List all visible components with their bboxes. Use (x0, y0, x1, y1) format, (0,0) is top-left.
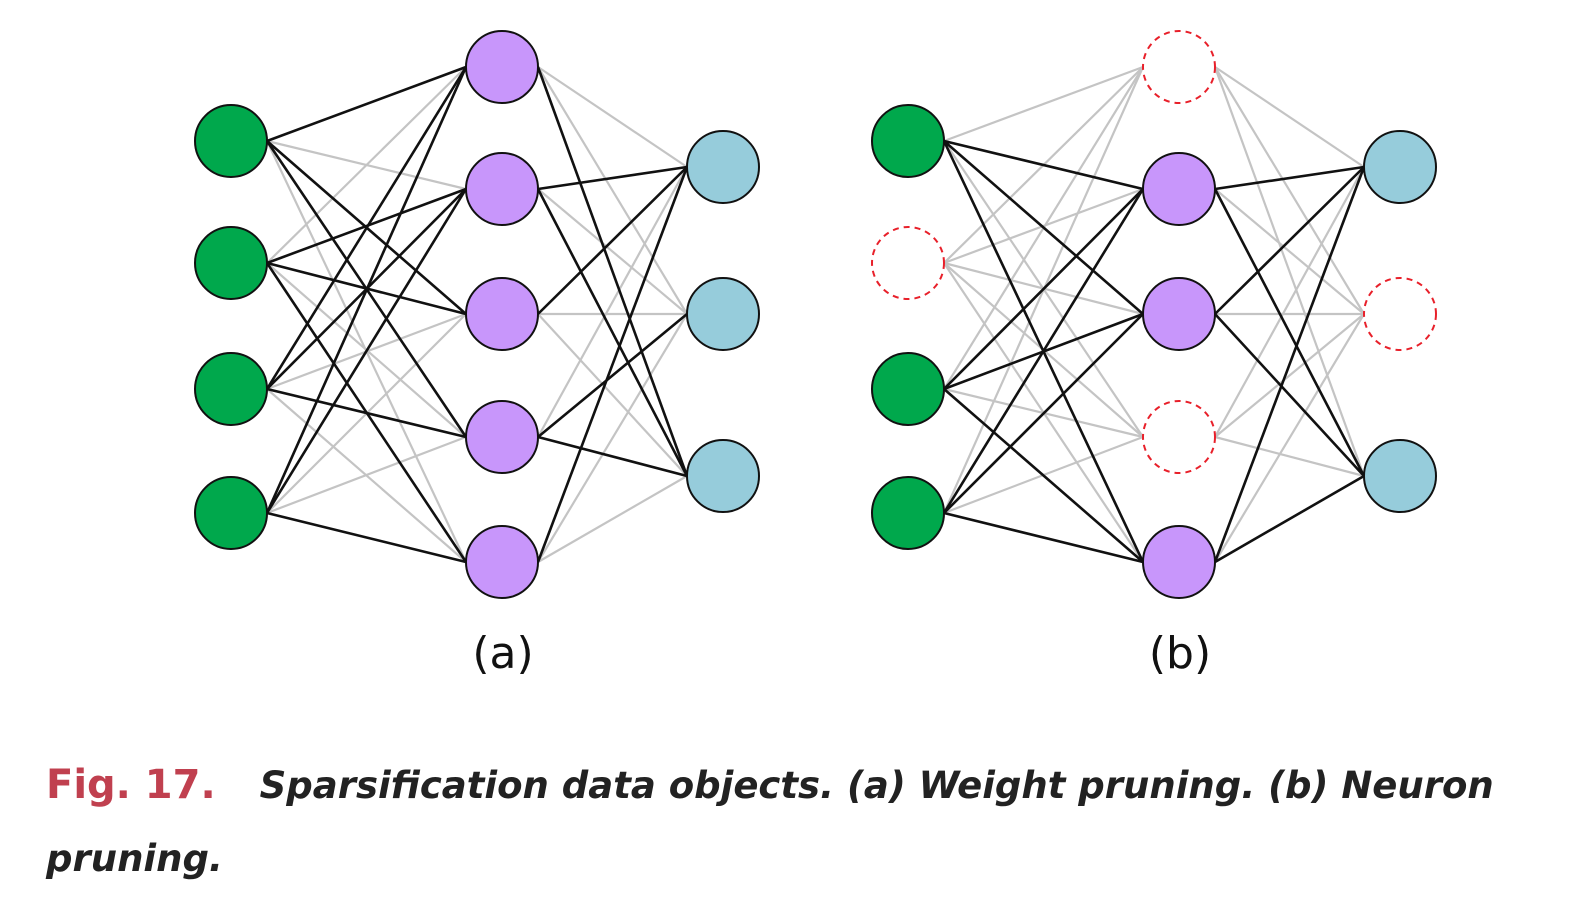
weak-connection (537, 166, 688, 438)
active-connection (1213, 166, 1366, 563)
active-connection (265, 66, 468, 390)
panel-neuron-pruning (871, 30, 1437, 599)
output-neuron (1363, 130, 1437, 204)
active-connection (536, 188, 689, 477)
active-connection (265, 188, 468, 514)
weak-connection (1214, 435, 1365, 478)
figure-number: Fig. 17. (46, 762, 216, 808)
panel-b-label: (b) (1148, 628, 1212, 679)
input-neuron (194, 104, 268, 178)
figure-caption: Fig. 17.Sparsification data objects. (a)… (46, 752, 1526, 899)
output-neuron (686, 277, 760, 351)
weak-connection (537, 475, 688, 563)
input-neuron (871, 104, 945, 178)
hidden-neuron (1142, 277, 1216, 351)
active-connection (537, 312, 688, 439)
weak-connection (266, 66, 467, 264)
hidden-neuron (465, 525, 539, 599)
pruned-hidden-neuron (1142, 400, 1216, 474)
output-neuron (1363, 439, 1437, 513)
active-connection (942, 188, 1145, 514)
panel-a-label: (a) (472, 628, 534, 679)
active-connection (943, 313, 1144, 514)
hidden-neuron (465, 152, 539, 226)
weak-connection (943, 65, 1144, 143)
active-connection (1214, 166, 1365, 315)
pruning-diagram (194, 30, 1437, 599)
weak-connection (537, 66, 688, 315)
input-neuron (871, 352, 945, 426)
weak-connection (1214, 66, 1365, 315)
hidden-neuron (465, 277, 539, 351)
weak-connection (537, 66, 688, 168)
active-connection (943, 388, 1144, 563)
active-connection (266, 387, 467, 439)
weak-connection (1214, 66, 1365, 168)
input-neuron (194, 226, 268, 300)
weak-connection (537, 188, 688, 315)
active-connection (943, 139, 1144, 191)
pruned-output-neuron (1363, 277, 1437, 351)
active-connection (943, 511, 1144, 564)
output-neuron (686, 130, 760, 204)
weak-connection (1214, 313, 1365, 438)
active-connection (1214, 313, 1365, 477)
hidden-neuron (465, 400, 539, 474)
active-connection (536, 66, 689, 477)
active-connection (266, 65, 467, 143)
weak-connection (1214, 313, 1365, 563)
active-connection (537, 165, 688, 191)
active-connection (1214, 165, 1365, 191)
weak-connection (1214, 188, 1365, 315)
input-neuron (194, 352, 268, 426)
weak-connection (1214, 166, 1365, 438)
active-connection (1213, 188, 1366, 477)
active-connection (266, 511, 467, 564)
active-connection (265, 66, 468, 514)
caption-text: Sparsification data objects. (a) Weight … (46, 764, 1494, 880)
active-connection (537, 166, 688, 315)
weak-connection (1213, 66, 1366, 477)
active-connection (943, 188, 1144, 390)
hidden-neuron (465, 30, 539, 104)
output-neuron (686, 439, 760, 513)
weak-connection (266, 435, 467, 515)
active-connection (536, 166, 689, 563)
pruned-hidden-neuron (1142, 30, 1216, 104)
input-neuron (871, 476, 945, 550)
weak-connection (537, 313, 688, 477)
active-connection (1214, 474, 1365, 564)
active-connection (943, 140, 1144, 315)
hidden-neuron (1142, 152, 1216, 226)
active-connection (537, 435, 688, 478)
pruned-input-neuron (871, 226, 945, 300)
input-neuron (194, 476, 268, 550)
weak-connection (537, 313, 688, 563)
hidden-neuron (1142, 525, 1216, 599)
panel-weight-pruning (194, 30, 760, 599)
